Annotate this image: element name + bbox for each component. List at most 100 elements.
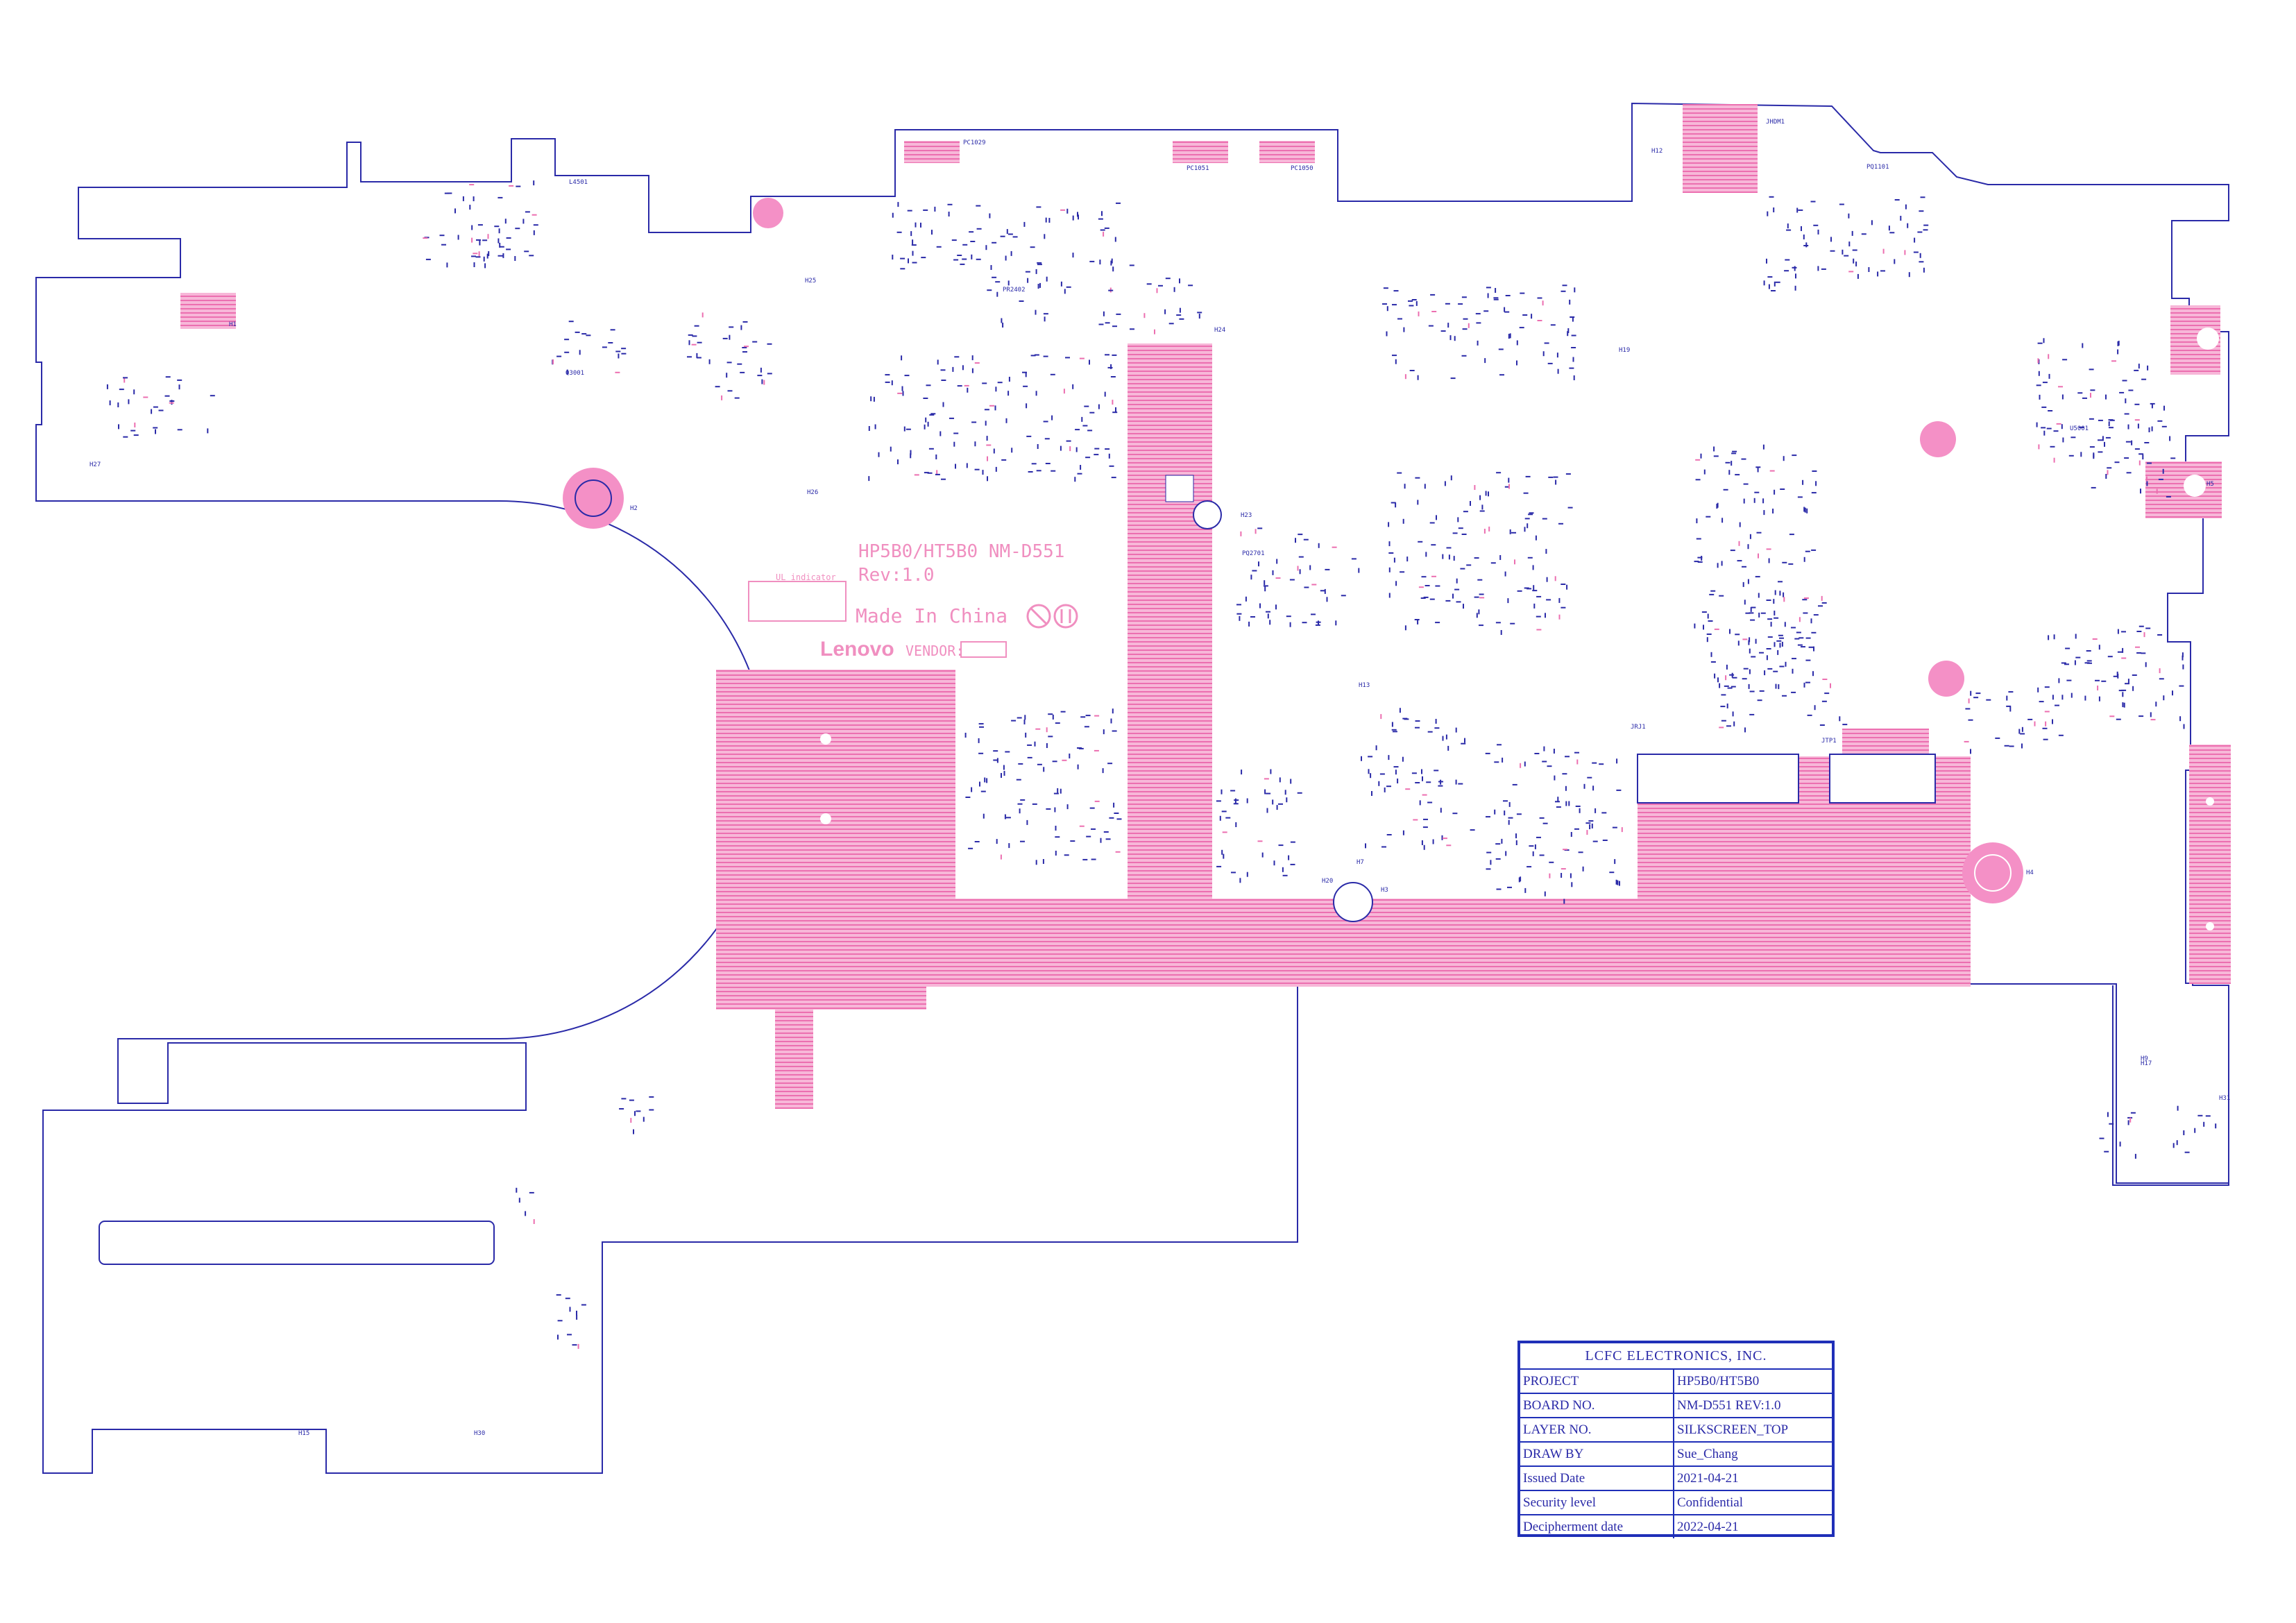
component-mark [1111,258,1113,264]
component-mark [1599,763,1604,765]
component-mark [1851,230,1853,236]
component-mark [2090,389,2095,391]
component-mark [1490,860,1492,865]
component-mark [907,210,912,212]
component-mark [1264,789,1266,794]
component-mark [1066,804,1069,810]
component-mark [1324,588,1326,594]
component-mark [969,231,974,233]
component-mark [1587,776,1592,779]
component-mark [1397,472,1402,474]
component-mark [1502,757,1504,763]
component-mark [483,256,485,262]
component-mark [1420,597,1426,599]
component-mark [1027,278,1029,283]
component-mark [1409,305,1414,307]
component-mark [1970,749,1971,754]
component-mark [1709,593,1715,595]
component-mark [1494,809,1496,815]
component-mark [1273,860,1275,866]
component-mark [2089,446,2095,448]
component-mark [1444,481,1446,486]
component-mark [1264,778,1269,780]
component-mark [2021,743,2023,749]
component-mark [586,334,591,337]
component-mark [1173,287,1175,292]
component-mark [1051,470,1056,472]
component-mark [873,396,875,402]
component-mark [2104,441,2105,447]
component-mark [569,1307,571,1312]
component-mark [1016,779,1021,781]
component-mark [924,472,929,474]
component-mark [940,369,946,371]
component-mark [1388,567,1391,572]
component-mark [1579,808,1581,813]
component-mark [1550,324,1556,326]
component-mark [2109,1123,2114,1125]
component-mark [1742,581,1744,587]
component-mark [1757,699,1762,702]
component-mark [1760,612,1766,614]
component-mark [1455,727,1457,733]
component-mark [701,312,704,318]
component-mark [2125,441,2131,443]
component-mark [506,237,511,239]
component-mark [1382,303,1387,305]
component-mark [2134,419,2140,421]
component-mark [1112,411,1118,414]
component-mark [1233,803,1239,805]
component-mark [1507,598,1509,604]
component-mark [2074,660,2076,665]
component-mark [533,180,535,186]
component-mark [2065,647,2070,649]
component-mark [1803,507,1805,512]
component-mark [1527,556,1533,559]
component-mark [1168,323,1174,325]
component-mark [2089,418,2094,420]
component-mark [1384,787,1386,792]
component-mark [1282,874,1288,876]
component-mark [1534,753,1540,754]
component-mark [1877,271,1879,277]
component-mark [1458,783,1463,785]
component-mark [1601,812,1607,814]
component-mark [1055,826,1057,831]
component-mark [1037,444,1039,449]
component-mark [608,342,613,343]
component-mark [1791,691,1796,693]
component-mark [1503,800,1508,802]
component-mark [1848,271,1854,273]
component-mark [2052,695,2054,700]
component-mark [964,733,967,738]
component-mark [1043,355,1048,357]
component-mark [1264,586,1266,592]
component-mark [1055,722,1060,724]
component-mark [1110,376,1116,377]
component-mark [1326,597,1328,602]
title-block-value: Confidential [1674,1490,1832,1515]
board-slot [99,1221,495,1265]
component-mark [1085,715,1091,717]
component-mark [2061,695,2064,700]
component-mark [128,399,130,405]
component-mark [1713,455,1719,457]
component-mark [1516,360,1517,366]
refdes-h15: H15 [298,1430,309,1437]
component-mark [117,402,119,407]
component-mark [1082,425,1088,427]
component-mark [1508,477,1510,483]
component-mark [1805,681,1810,683]
component-mark [522,219,525,224]
component-mark [1741,458,1746,460]
component-mark [2118,341,2120,346]
component-mark [694,325,699,327]
component-mark [2121,631,2126,633]
component-mark [1001,318,1003,323]
component-mark [1304,586,1309,588]
component-mark [1522,314,1528,316]
component-mark [1113,802,1115,808]
component-mark [619,1108,624,1110]
component-mark [1418,586,1424,588]
component-mark [978,738,980,743]
